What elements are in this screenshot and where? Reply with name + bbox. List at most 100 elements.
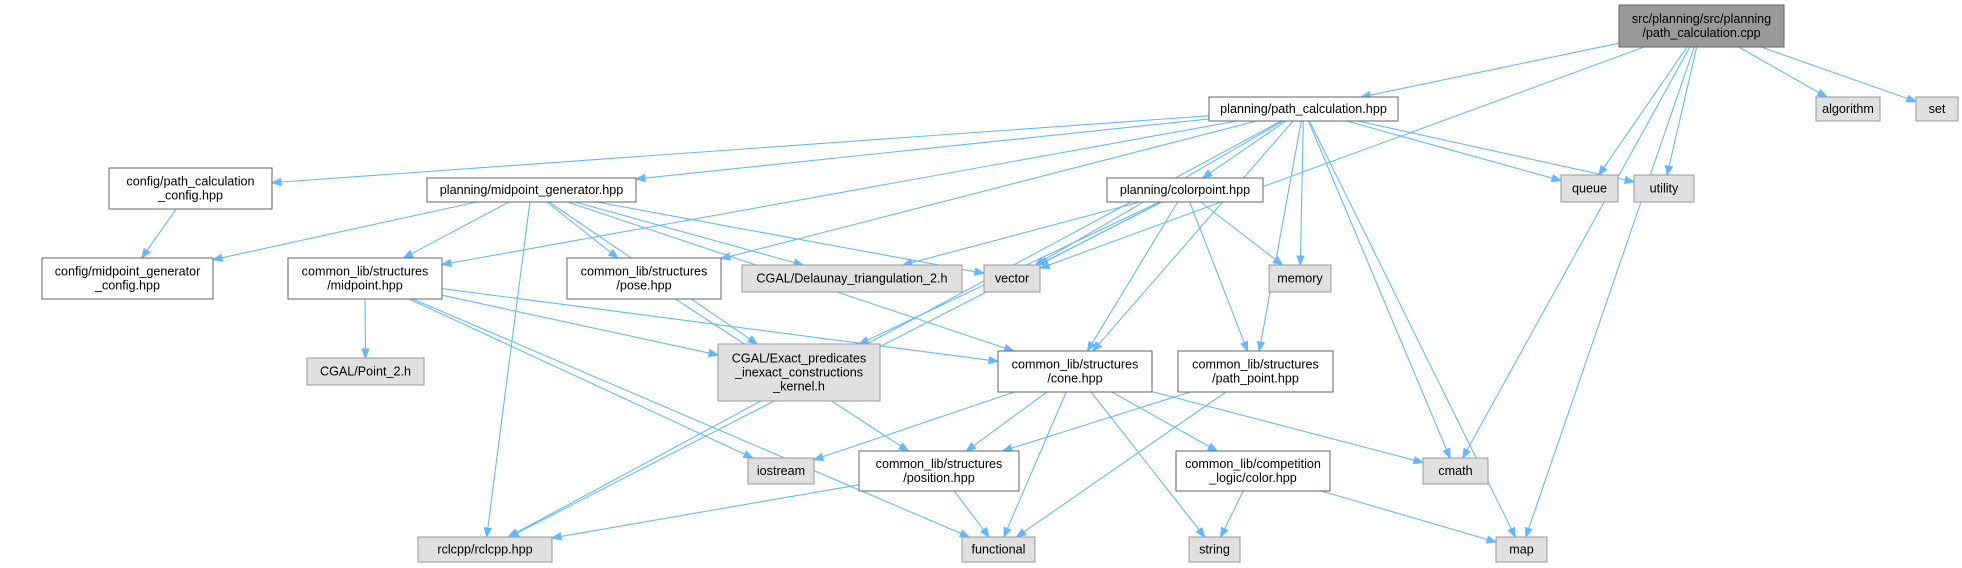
edge-line	[953, 490, 985, 531]
node-label-line: iostream	[757, 464, 805, 478]
node-label-line: functional	[972, 543, 1026, 557]
edge-arrowhead	[1507, 526, 1516, 539]
node-set: set	[1915, 96, 1959, 122]
edge-line	[280, 115, 1210, 183]
edge-path_point-to-functional	[1015, 391, 1227, 538]
edge-line	[1090, 391, 1200, 531]
node-cone[interactable]: common_lib/structures/cone.hpp	[997, 350, 1153, 393]
node-midpoint_gen_config[interactable]: config/midpoint_generator_config.hpp	[41, 257, 214, 300]
node-box	[1106, 177, 1264, 203]
edge-colorpoint-to-cone	[1086, 201, 1179, 353]
node-box	[997, 350, 1153, 393]
edge-line	[1668, 46, 1698, 167]
edge-midpoint-to-exact_pred	[441, 294, 720, 358]
edge-line	[1151, 391, 1415, 461]
edge-line	[1357, 120, 1626, 181]
edge-arrowhead	[1623, 175, 1636, 185]
edge-root-to-utility	[1665, 46, 1698, 177]
edge-root-to-vector	[1038, 46, 1645, 269]
node-label-line: common_lib/structures	[302, 265, 429, 279]
edge-line	[411, 201, 510, 255]
edge-arrowhead	[988, 356, 1000, 365]
edge-arrowhead	[812, 452, 825, 461]
edge-cone-to-position	[965, 391, 1048, 452]
edge-arrowhead	[402, 249, 414, 259]
edge-line	[1091, 201, 1179, 344]
node-position[interactable]: common_lib/structures/position.hpp	[858, 450, 1020, 492]
edge-arrowhead	[550, 532, 563, 541]
edge-arrowhead	[1665, 164, 1674, 177]
edge-arrowhead	[440, 258, 453, 268]
edge-arrowhead	[1003, 526, 1012, 539]
edges-layer	[141, 42, 1918, 544]
node-box	[426, 177, 637, 203]
node-root[interactable]: src/planning/src/planning/path_calculati…	[1618, 4, 1785, 48]
edge-arrowhead	[1201, 169, 1213, 179]
edge-path_calc_hpp-to-path_point	[1256, 120, 1302, 353]
edge-line	[450, 120, 1238, 264]
edge-line	[1738, 46, 1820, 94]
edge-arrowhead	[1219, 526, 1229, 539]
edge-arrowhead	[483, 527, 492, 539]
node-label-line: /cone.hpp	[1047, 372, 1102, 386]
edge-line	[1200, 201, 1276, 260]
node-label-line: src/planning/src/planning	[1632, 12, 1771, 26]
edge-arrowhead	[1816, 88, 1828, 98]
edge-path_point-to-position	[1001, 391, 1191, 453]
node-label-line: rclcpp/rclcpp.hpp	[437, 543, 532, 557]
edge-line	[546, 201, 612, 253]
edge-arrowhead	[958, 529, 971, 538]
edge-line	[1299, 120, 1304, 257]
edge-line	[221, 201, 477, 259]
edge-line	[574, 201, 795, 264]
node-box	[741, 264, 963, 293]
node-box	[1208, 96, 1399, 122]
node-box	[41, 257, 214, 300]
node-map: map	[1495, 536, 1548, 563]
node-box	[1495, 536, 1548, 563]
node-exact_pred: CGAL/Exact_predicates_inexact_constructi…	[717, 343, 881, 402]
edge-arrowhead	[270, 177, 282, 187]
edge-midpoint_gen-to-midpoint	[402, 201, 510, 259]
edge-path_calc_hpp-to-midpoint	[440, 120, 1238, 268]
node-rclcpp: rclcpp/rclcpp.hpp	[417, 536, 553, 563]
edge-arrowhead	[1003, 343, 1015, 353]
edge-arrowhead	[1485, 535, 1498, 544]
node-box	[1618, 4, 1785, 48]
node-label-line: /midpoint.hpp	[327, 279, 403, 293]
node-midpoint_gen[interactable]: planning/midpoint_generator.hpp	[426, 177, 637, 203]
edge-arrowhead	[1442, 447, 1451, 460]
node-path_calc_hpp[interactable]: planning/path_calculation.hpp	[1208, 96, 1399, 122]
node-path_calc_config[interactable]: config/path_calculation_config.hpp	[108, 167, 273, 210]
edge-line	[1189, 201, 1245, 343]
node-box	[858, 450, 1020, 492]
node-label-line: common_lib/structures	[876, 457, 1003, 471]
edge-arrowhead	[1524, 526, 1533, 539]
node-color[interactable]: common_lib/competition_logic/color.hpp	[1175, 450, 1331, 492]
edge-root-to-algorithm	[1738, 46, 1828, 98]
node-label-line: _config.hpp	[94, 279, 160, 293]
node-pose[interactable]: common_lib/structures/pose.hpp	[566, 257, 722, 300]
node-midpoint[interactable]: common_lib/structures/midpoint.hpp	[287, 257, 443, 300]
node-label-line: queue	[1572, 182, 1607, 196]
node-label-line: _kernel.h	[772, 380, 825, 394]
edge-line	[1048, 46, 1645, 266]
edge-line	[1369, 42, 1620, 96]
edge-root-to-set	[1760, 46, 1918, 103]
node-label-line: common_lib/structures	[1012, 358, 1139, 372]
node-box	[1175, 450, 1331, 492]
node-label-line: planning/colorpoint.hpp	[1120, 183, 1250, 197]
edge-arrowhead	[979, 526, 990, 539]
edge-cone-to-cmath	[1151, 391, 1425, 465]
edge-arrowhead	[361, 348, 370, 360]
edge-arrowhead	[742, 450, 755, 459]
node-label-line: /path_calculation.cpp	[1642, 26, 1760, 40]
edge-line	[1346, 120, 1553, 179]
edge-arrowhead	[141, 247, 151, 260]
node-point2: CGAL/Point_2.h	[306, 357, 425, 386]
edge-arrowhead	[1240, 340, 1248, 353]
edge-arrowhead	[1272, 255, 1284, 266]
node-label-line: cmath	[1438, 464, 1472, 478]
node-colorpoint[interactable]: planning/colorpoint.hpp	[1106, 177, 1264, 203]
node-path_point[interactable]: common_lib/structures/path_point.hpp	[1177, 350, 1334, 393]
